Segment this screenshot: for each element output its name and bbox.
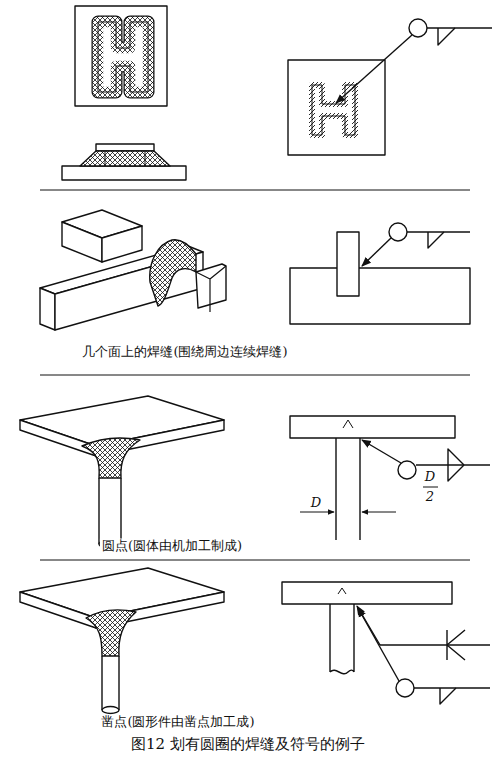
figure-caption: 图12 划有圆圈的焊缝及符号的例子 — [129, 736, 367, 753]
dimension-label: D — [309, 496, 323, 511]
dimension-label: 2 — [424, 490, 436, 505]
section-caption: 凿点(圆形件由凿点加工成) — [99, 715, 256, 730]
section-caption: 几个面上的焊缝(围绕周边连续焊缝) — [80, 345, 289, 360]
dimension-label: D — [423, 470, 437, 485]
section-caption: 圆点(圆体由机加工制成) — [100, 539, 244, 554]
